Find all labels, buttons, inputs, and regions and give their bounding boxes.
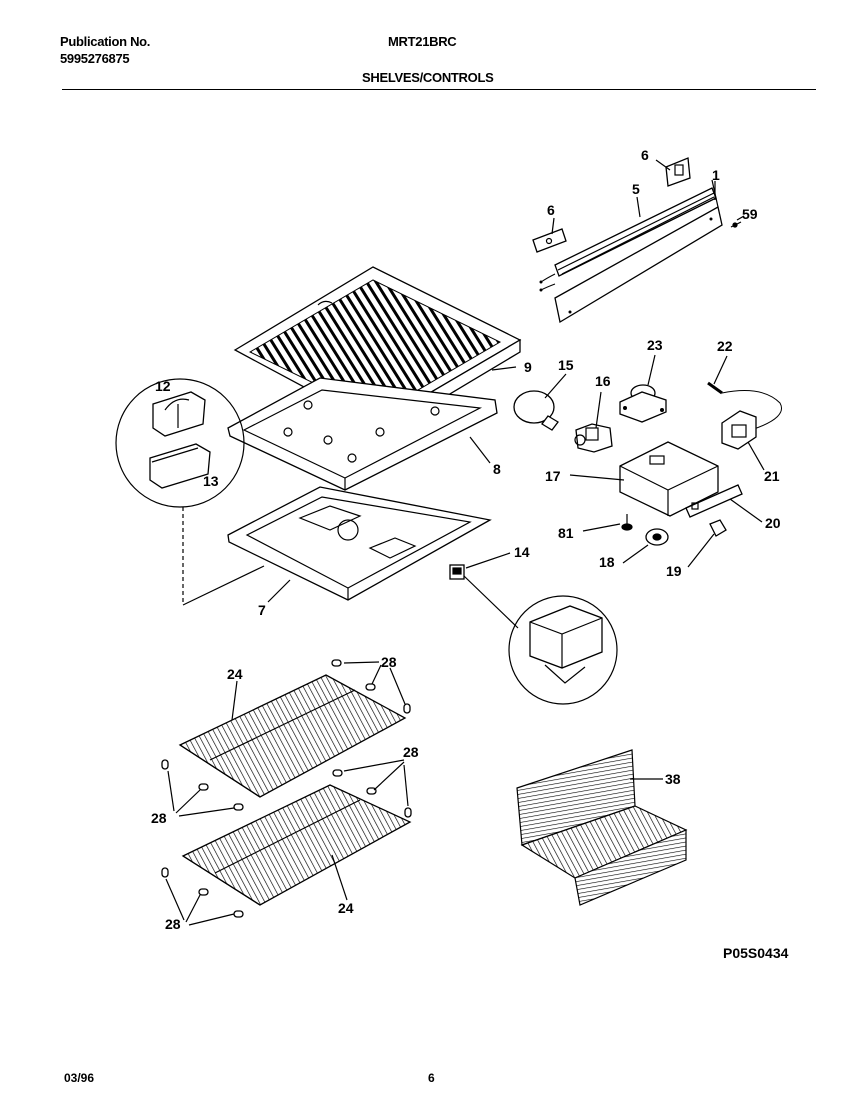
callout-28-lower-left: 28: [165, 916, 181, 932]
part-21-thermostat: [721, 410, 757, 450]
footer-date: 03/96: [64, 1071, 95, 1085]
part-38-wire-basket: [516, 749, 688, 906]
part-17-control-housing: [619, 441, 719, 517]
callout-6-right: 6: [641, 147, 649, 163]
callout-21: 21: [764, 468, 780, 484]
part-14-switch: [449, 564, 465, 580]
header-rule: [62, 89, 816, 90]
callout-14: 14: [514, 544, 530, 560]
callout-19: 19: [666, 563, 682, 579]
callout-17: 17: [545, 468, 561, 484]
part-24-wire-shelf-lower: [181, 784, 412, 906]
callout-28-middle-right: 28: [403, 744, 419, 760]
page-number: 6: [428, 1071, 435, 1085]
callout-18: 18: [599, 554, 615, 570]
part-59-screw: [730, 221, 742, 228]
section-title: SHELVES/CONTROLS: [362, 70, 494, 85]
leader-lines: [165, 159, 765, 926]
part-19-clip: [709, 519, 727, 537]
callout-9: 9: [524, 359, 532, 375]
callout-8: 8: [493, 461, 501, 477]
model-number: MRT21BRC: [388, 34, 457, 49]
part-15-light-bulb: [513, 390, 559, 431]
part-7-lower-shelf: [227, 486, 492, 601]
callout-16: 16: [595, 373, 611, 389]
part-8-shelf-frame: [227, 377, 498, 491]
part-20-slide: [685, 484, 743, 518]
callout-59: 59: [742, 206, 758, 222]
part-6-bracket-right: [665, 157, 691, 187]
inset-detail-12-13: [115, 378, 265, 606]
callout-24-lower: 24: [338, 900, 354, 916]
callout-24-upper: 24: [227, 666, 243, 682]
callout-12: 12: [155, 378, 171, 394]
part-23-control: [619, 384, 667, 423]
callout-5: 5: [632, 181, 640, 197]
inset-detail-14: [463, 575, 618, 705]
callout-20: 20: [765, 515, 781, 531]
callout-28-upper-left: 28: [151, 810, 167, 826]
part-81-screw: [621, 514, 633, 531]
callout-13: 13: [203, 473, 219, 489]
part-16-lamp-socket: [574, 423, 613, 453]
callout-81: 81: [558, 525, 574, 541]
part-28-shelf-clips: [161, 659, 412, 918]
callout-23: 23: [647, 337, 663, 353]
callout-6-left: 6: [547, 202, 555, 218]
part-22-sensor: [707, 381, 782, 430]
part-6-bracket-left: [532, 228, 567, 253]
callout-1: 1: [712, 167, 720, 183]
wire-leads: [539, 273, 556, 292]
drawing-code: P05S0434: [723, 945, 789, 961]
callout-labels: 1 5 6 6 59 9 15 16 23 22 12 13 8 17 21 8…: [151, 147, 781, 932]
callout-7: 7: [258, 602, 266, 618]
callout-15: 15: [558, 357, 574, 373]
publication-number: 5995276875: [60, 51, 130, 66]
part-24-wire-shelf-upper: [178, 674, 407, 798]
callout-28-upper-right: 28: [381, 654, 397, 670]
part-18-knob: [645, 528, 669, 546]
publication-label: Publication No.: [60, 34, 151, 49]
callout-38: 38: [665, 771, 681, 787]
callout-22: 22: [717, 338, 733, 354]
